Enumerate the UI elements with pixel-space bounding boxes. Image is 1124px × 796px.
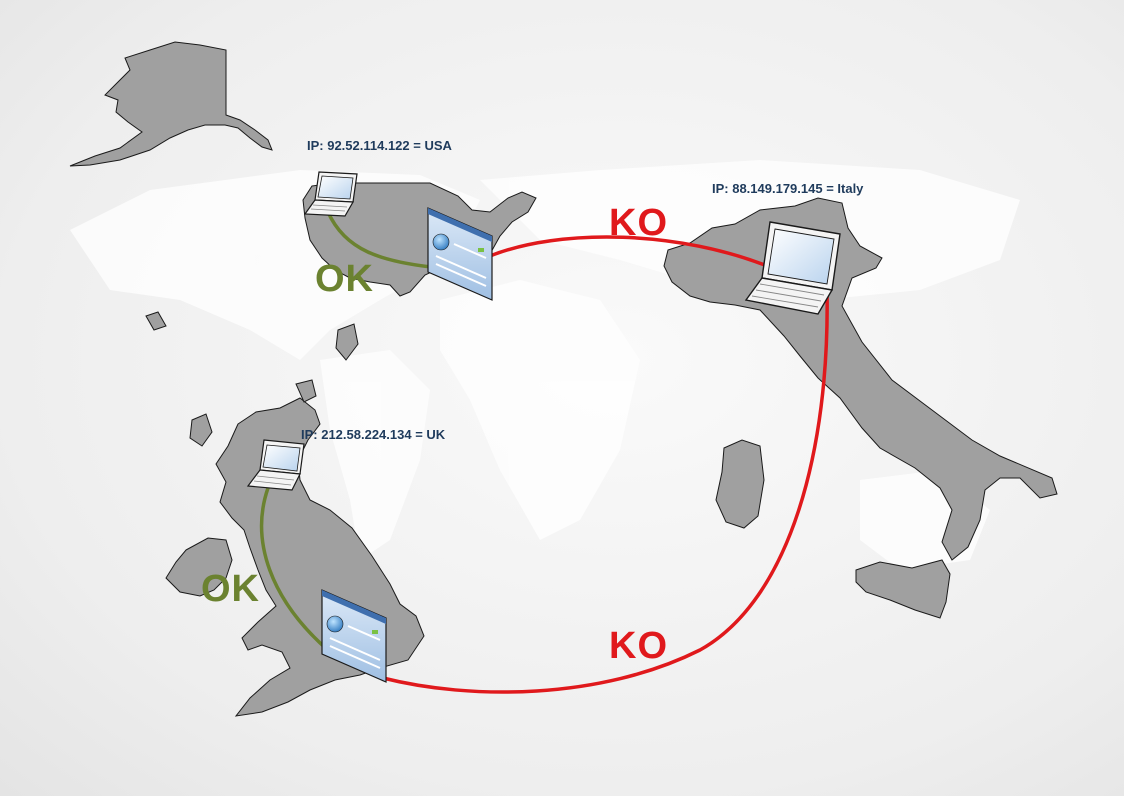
uk-italy-ko-status: KO: [609, 625, 668, 667]
ko-link-usa-italy: [489, 235, 773, 270]
small-island: [295, 379, 317, 403]
ireland-landmass: [165, 537, 233, 597]
laptop-icon: [303, 171, 358, 217]
uk-ok-status: OK: [201, 568, 260, 610]
laptop-icon: [744, 221, 841, 315]
sardinia-landmass: [715, 439, 765, 529]
small-island: [189, 413, 213, 447]
usa-italy-ko-status: KO: [609, 202, 668, 244]
sicily-landmass: [855, 559, 951, 619]
alaska-landmass: [69, 41, 273, 167]
small-island: [335, 323, 359, 361]
usa-ok-status: OK: [315, 258, 374, 300]
ko-link-uk-italy: [382, 289, 829, 694]
uk-ip-label: IP: 212.58.224.134 = UK: [301, 427, 446, 442]
browser-window-icon: [427, 207, 493, 301]
laptop-icon: [246, 439, 305, 491]
browser-window-icon: [321, 589, 387, 683]
ok-link-uk: [259, 487, 332, 654]
ok-link-usa: [326, 211, 441, 270]
usa-ip-label: IP: 92.52.114.122 = USA: [307, 138, 452, 153]
italy-ip-label: IP: 88.149.179.145 = Italy: [712, 181, 864, 196]
small-island: [145, 311, 167, 331]
